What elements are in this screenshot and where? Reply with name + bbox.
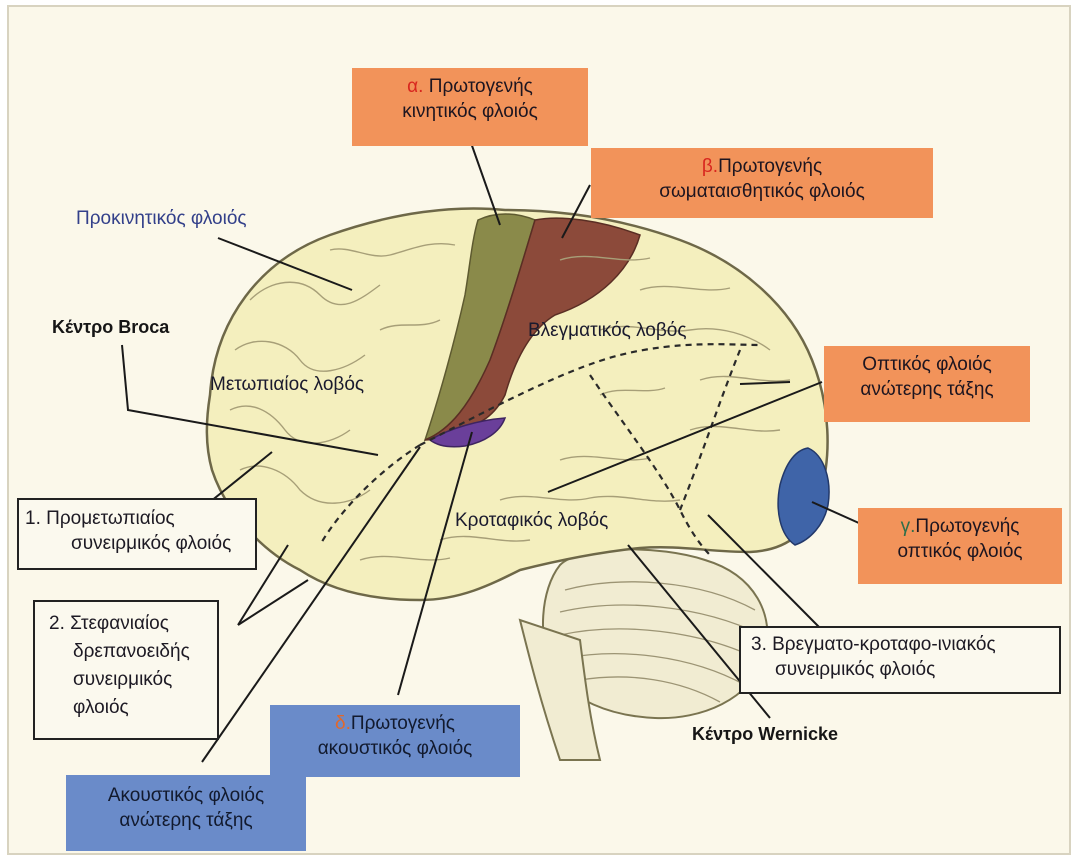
label-line2: ανώτερης τάξης xyxy=(66,808,306,833)
label-line1: Ακουστικός φλοιός xyxy=(66,783,306,808)
label-line2: δρεπανοειδής xyxy=(49,638,217,666)
label-line2: οπτικός φλοιός xyxy=(858,539,1062,564)
label-line2: συνειρμικός φλοιός xyxy=(751,657,1059,682)
label-line2: συνειρμικός φλοιός xyxy=(25,531,255,556)
label-tag: γ. xyxy=(901,516,916,537)
label-parieto-temporo-occipital: 3. Βρεγματο-κροταφο-ινιακός συνειρμικός … xyxy=(739,626,1061,694)
label-frontal-lobe: Μετωπιαίος λοβός xyxy=(210,372,364,397)
label-line1: Πρωτογενής xyxy=(429,76,533,97)
label-line2: ακουστικός φλοιός xyxy=(270,736,520,761)
label-primary-motor: α. Πρωτογενής κινητικός φλοιός xyxy=(352,68,588,146)
label-wernicke: Κέντρο Wernicke xyxy=(692,722,838,747)
label-premotor: Προκινητικός φλοιός xyxy=(76,206,247,231)
label-line1: 1. Προμετωπιαίος xyxy=(25,506,255,531)
label-line4: φλοιός xyxy=(49,694,217,722)
label-line2: ανώτερης τάξης xyxy=(824,377,1030,402)
label-limbic: 2. Στεφανιαίος δρεπανοειδής συνειρμικός … xyxy=(33,600,219,740)
label-temporal-lobe: Κροταφικός λοβός xyxy=(455,508,608,533)
label-tag: δ. xyxy=(335,713,351,734)
label-line1: 2. Στεφανιαίος xyxy=(49,610,217,638)
label-parietal-lobe: Βλεγματικός λοβός xyxy=(528,318,687,343)
label-line1: Πρωτογενής xyxy=(915,516,1019,537)
label-prefrontal: 1. Προμετωπιαίος συνειρμικός φλοιός xyxy=(17,498,257,570)
label-primary-visual: γ.Πρωτογενής οπτικός φλοιός xyxy=(858,508,1062,584)
label-tag: α. xyxy=(407,76,423,97)
label-line1: 3. Βρεγματο-κροταφο-ινιακός xyxy=(751,632,1059,657)
label-higher-visual: Οπτικός φλοιός ανώτερης τάξης xyxy=(824,346,1030,422)
label-higher-auditory: Ακουστικός φλοιός ανώτερης τάξης xyxy=(66,775,306,851)
label-line1: Οπτικός φλοιός xyxy=(824,352,1030,377)
label-primary-auditory: δ.Πρωτογενής ακουστικός φλοιός xyxy=(270,705,520,777)
label-broca: Κέντρο Broca xyxy=(52,315,169,340)
label-line2: σωματαισθητικός φλοιός xyxy=(591,179,933,204)
label-tag: β. xyxy=(702,156,718,177)
label-line1: Πρωτογενής xyxy=(718,156,822,177)
label-line2: κινητικός φλοιός xyxy=(352,99,588,124)
label-primary-somatosensory: β.Πρωτογενής σωματαισθητικός φλοιός xyxy=(591,148,933,218)
label-line3: συνειρμικός xyxy=(49,666,217,694)
label-line1: Πρωτογενής xyxy=(351,713,455,734)
